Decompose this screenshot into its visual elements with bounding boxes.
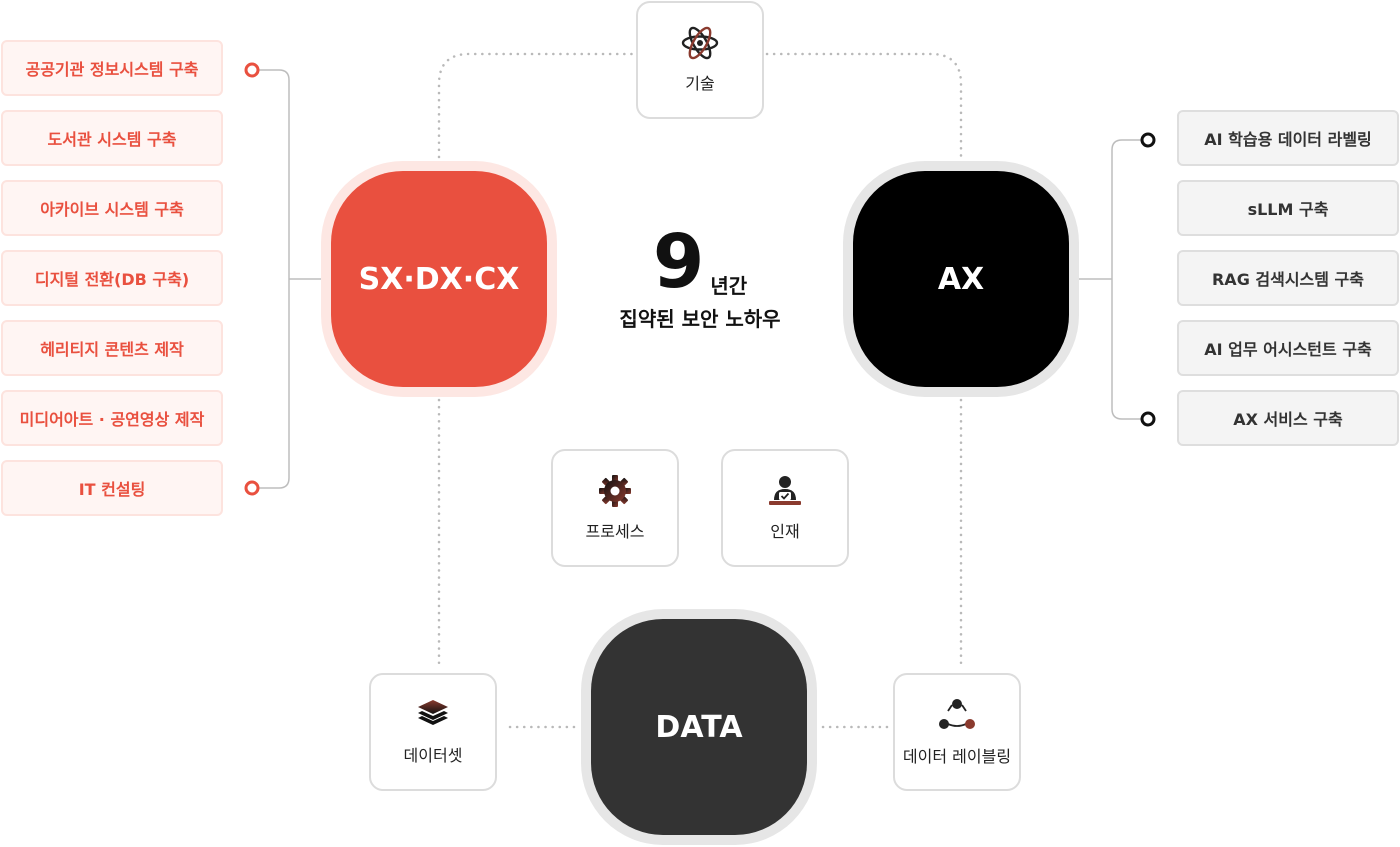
- card-technology: 기술: [636, 1, 764, 119]
- card-dataset: 데이터셋: [369, 673, 497, 791]
- card-labeling: 데이터 레이블링: [893, 673, 1021, 791]
- left-item-label: 아카이브 시스템 구축: [40, 200, 184, 219]
- card-process: 프로세스: [551, 449, 679, 567]
- years-number: 9: [652, 219, 705, 305]
- dotted-path-top: [437, 52, 635, 159]
- node-data: DATA: [581, 609, 817, 845]
- card-labeling-label: 데이터 레이블링: [902, 747, 1012, 766]
- node-ax-label: AX: [853, 171, 1069, 387]
- left-item-media-art: 미디어아트 · 공연영상 제작: [1, 390, 223, 446]
- left-item-public-system: 공공기관 정보시스템 구축: [1, 40, 223, 96]
- years-unit: 년간: [710, 274, 748, 298]
- right-item-label: sLLM 구축: [1247, 200, 1329, 219]
- right-item-label: RAG 검색시스템 구축: [1211, 270, 1365, 289]
- layers-icon: [418, 700, 448, 725]
- left-item-it-consulting: IT 컨설팅: [1, 460, 223, 516]
- center-subtitle: 집약된 보안 노하우: [619, 307, 781, 331]
- node-sxdxcx-label: SX·DX·CX: [331, 171, 547, 387]
- right-item-ai-assistant: AI 업무 어시스턴트 구축: [1177, 320, 1399, 376]
- person-icon: [769, 476, 801, 505]
- right-item-rag: RAG 검색시스템 구축: [1177, 250, 1399, 306]
- left-item-label: 디지털 전환(DB 구축): [34, 270, 190, 289]
- left-item-archive-system: 아카이브 시스템 구축: [1, 180, 223, 236]
- right-item-sllm: sLLM 구축: [1177, 180, 1399, 236]
- right-item-ai-labeling: AI 학습용 데이터 라벨링: [1177, 110, 1399, 166]
- left-item-label: IT 컨설팅: [78, 480, 146, 499]
- gear-icon: [599, 475, 631, 507]
- left-item-digital-transformation: 디지털 전환(DB 구축): [1, 250, 223, 306]
- left-bracket-dot-bottom: [244, 480, 260, 496]
- nodes-icon: [939, 699, 975, 729]
- right-item-ax-service: AX 서비스 구축: [1177, 390, 1399, 446]
- node-sxdxcx: SX·DX·CX: [321, 161, 557, 397]
- card-dataset-label: 데이터셋: [403, 746, 463, 765]
- left-item-library-system: 도서관 시스템 구축: [1, 110, 223, 166]
- card-process-label: 프로세스: [585, 522, 645, 541]
- atom-icon: [681, 26, 719, 60]
- dotted-path-top-right: [765, 52, 963, 162]
- right-bracket-dot-top: [1140, 132, 1156, 148]
- left-item-heritage-content: 헤리티지 콘텐츠 제작: [1, 320, 223, 376]
- right-item-label: AI 업무 어시스턴트 구축: [1204, 340, 1372, 359]
- left-item-label: 헤리티지 콘텐츠 제작: [40, 340, 184, 359]
- left-item-label: 도서관 시스템 구축: [47, 130, 177, 149]
- left-item-label: 미디어아트 · 공연영상 제작: [19, 410, 205, 429]
- node-ax: AX: [843, 161, 1079, 397]
- card-technology-label: 기술: [685, 74, 715, 93]
- left-item-label: 공공기관 정보시스템 구축: [25, 60, 199, 79]
- card-people: 인재: [721, 449, 849, 567]
- card-people-label: 인재: [770, 522, 800, 541]
- right-bracket: [1111, 139, 1141, 420]
- node-data-label: DATA: [591, 619, 807, 835]
- left-bracket: [259, 69, 290, 489]
- right-bracket-dot-bottom: [1140, 411, 1156, 427]
- right-item-label: AI 학습용 데이터 라벨링: [1204, 130, 1372, 149]
- left-bracket-dot-top: [244, 62, 260, 78]
- right-item-label: AX 서비스 구축: [1233, 410, 1343, 429]
